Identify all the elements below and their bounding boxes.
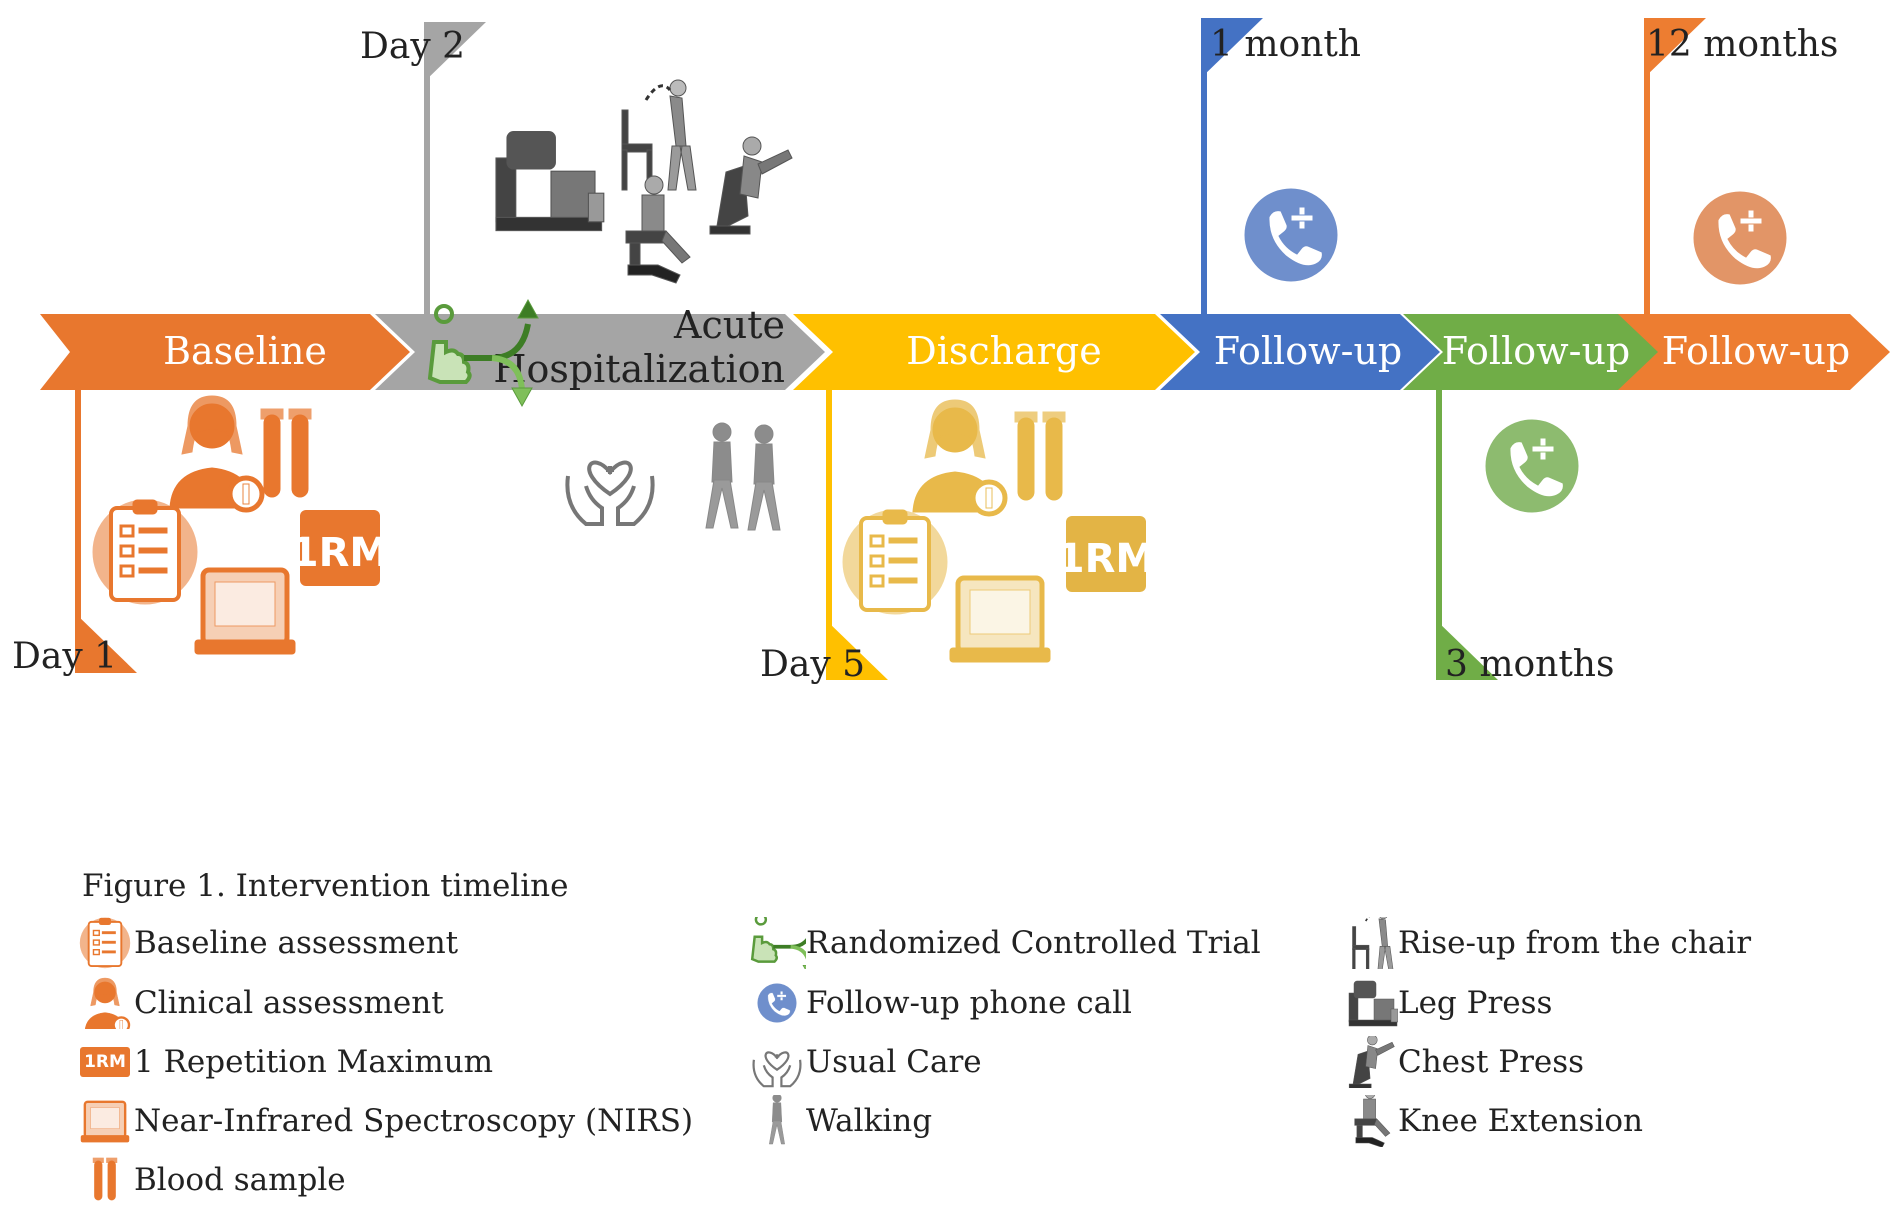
phase-label-baseline: Baseline <box>163 329 327 373</box>
clipboard-icon <box>841 508 949 616</box>
legend-label: Chest Press <box>1398 1044 1585 1080</box>
legend-title: Figure 1. Intervention timeline <box>82 868 569 904</box>
1rm-icon: 1RM <box>291 530 389 576</box>
legend-label: Baseline assessment <box>134 925 459 961</box>
rise-chair-icon <box>1340 917 1398 969</box>
phase-label-4: Follow-up <box>1214 329 1403 373</box>
blood-tube-icon <box>260 408 312 498</box>
randomization-icon <box>748 917 806 969</box>
legend-label: Clinical assessment <box>134 985 444 1021</box>
legend-label: Leg Press <box>1398 985 1553 1021</box>
flag-pennant-m3 <box>1436 620 1498 680</box>
phone-call-icon <box>1244 188 1338 282</box>
legend-label: Walking <box>806 1103 933 1139</box>
clipboard-icon <box>91 498 199 606</box>
flag-pole-m3 <box>1436 390 1442 680</box>
nirs-device-icon <box>950 578 1050 662</box>
flag-pole-m1 <box>1201 18 1207 316</box>
flag-pennant-m12 <box>1644 18 1706 78</box>
legend-item: Follow-up phone call <box>748 977 1132 1029</box>
phase-label-3: Discharge <box>906 329 1102 373</box>
legend-item: Blood sample <box>76 1154 346 1206</box>
phase-label-hospitalization-1: Acute <box>673 303 785 347</box>
flag-label-m3: 3 months <box>1445 644 1614 685</box>
1rm-badge-discharge <box>1066 516 1146 592</box>
leg-press-icon <box>1340 977 1398 1029</box>
knee-extension-icon <box>625 175 691 284</box>
walking-icon <box>705 422 739 529</box>
legend-item: Randomized Controlled Trial <box>748 917 1261 969</box>
legend-label: Usual Care <box>806 1044 982 1080</box>
flag-label-m1: 1 month <box>1210 24 1361 65</box>
flag-label-day2: Day 2 <box>360 26 465 67</box>
flag-label-m12: 12 months <box>1646 24 1838 65</box>
flag-pole-m12 <box>1644 18 1650 316</box>
phase-label-5: Follow-up <box>1442 329 1631 373</box>
legend-label: Knee Extension <box>1398 1103 1644 1139</box>
flag-pennant-day5 <box>826 620 888 680</box>
legend-item: Baseline assessment <box>76 917 458 969</box>
legend-label: Rise-up from the chair <box>1398 925 1752 961</box>
chest-press-icon <box>709 136 793 235</box>
legend-label: Near-Infrared Spectroscopy (NIRS) <box>134 1103 694 1139</box>
legend-label: Blood sample <box>134 1162 346 1198</box>
phone-call-icon <box>748 977 806 1029</box>
phase-arrow-3 <box>793 314 1195 390</box>
legend-item: Rise-up from the chair <box>1340 917 1751 969</box>
legend-item: Knee Extension <box>1340 1095 1643 1147</box>
phase-arrow-1 <box>40 314 410 390</box>
doctor-icon <box>913 400 1005 514</box>
phase-arrow-5 <box>1403 314 1660 390</box>
flag-pennant-day1 <box>75 613 137 673</box>
legend-item: Clinical assessment <box>76 977 444 1029</box>
flag-pennant-m1 <box>1201 18 1263 78</box>
doctor-icon <box>76 977 134 1029</box>
blood-tube-icon <box>1014 411 1066 501</box>
legend-label: 1 Repetition Maximum <box>134 1044 494 1080</box>
clipboard-icon <box>76 917 134 969</box>
1rm-badge-baseline <box>300 510 380 586</box>
flag-pole-day2 <box>424 22 430 316</box>
phone-call-icon <box>1485 419 1579 513</box>
walking-icon <box>748 1095 806 1147</box>
leg-press-icon <box>495 131 605 232</box>
blood-tube-icon <box>76 1154 134 1206</box>
flag-label-day1: Day 1 <box>12 636 117 677</box>
walking-icon <box>747 424 781 531</box>
1rm-badge: 1RM <box>80 1047 130 1077</box>
flag-pole-day5 <box>826 390 832 680</box>
phone-call-icon <box>1693 191 1787 285</box>
legend-label: Randomized Controlled Trial <box>806 925 1261 961</box>
nirs-device-icon <box>76 1095 134 1147</box>
legend-item: Walking <box>748 1095 932 1147</box>
legend-label: Follow-up phone call <box>806 985 1132 1021</box>
care-hands-icon <box>565 460 655 526</box>
flag-pennant-day2 <box>424 22 486 82</box>
1rm-icon: 1RM <box>1057 536 1155 582</box>
1rm-icon: 1RM <box>76 1036 134 1088</box>
care-hands-icon <box>748 1036 806 1088</box>
flag-label-day5: Day 5 <box>760 644 865 685</box>
legend-item: Chest Press <box>1340 1036 1584 1088</box>
legend-item: Leg Press <box>1340 977 1552 1029</box>
phase-label-6: Follow-up <box>1662 329 1851 373</box>
chest-press-icon <box>1340 1036 1398 1088</box>
legend-item: Usual Care <box>748 1036 982 1088</box>
phase-arrow-4 <box>1160 314 1440 390</box>
phase-arrow-6 <box>1618 314 1890 390</box>
phase-arrow-2 <box>375 314 825 390</box>
nirs-device-icon <box>195 570 295 654</box>
doctor-icon <box>170 396 262 510</box>
phase-label-hospitalization-2: Hospitalization <box>493 347 785 391</box>
knee-extension-icon <box>1340 1095 1398 1147</box>
rise-chair-icon <box>620 78 698 192</box>
flag-pole-day1 <box>75 390 81 673</box>
legend-item: Near-Infrared Spectroscopy (NIRS) <box>76 1095 693 1147</box>
